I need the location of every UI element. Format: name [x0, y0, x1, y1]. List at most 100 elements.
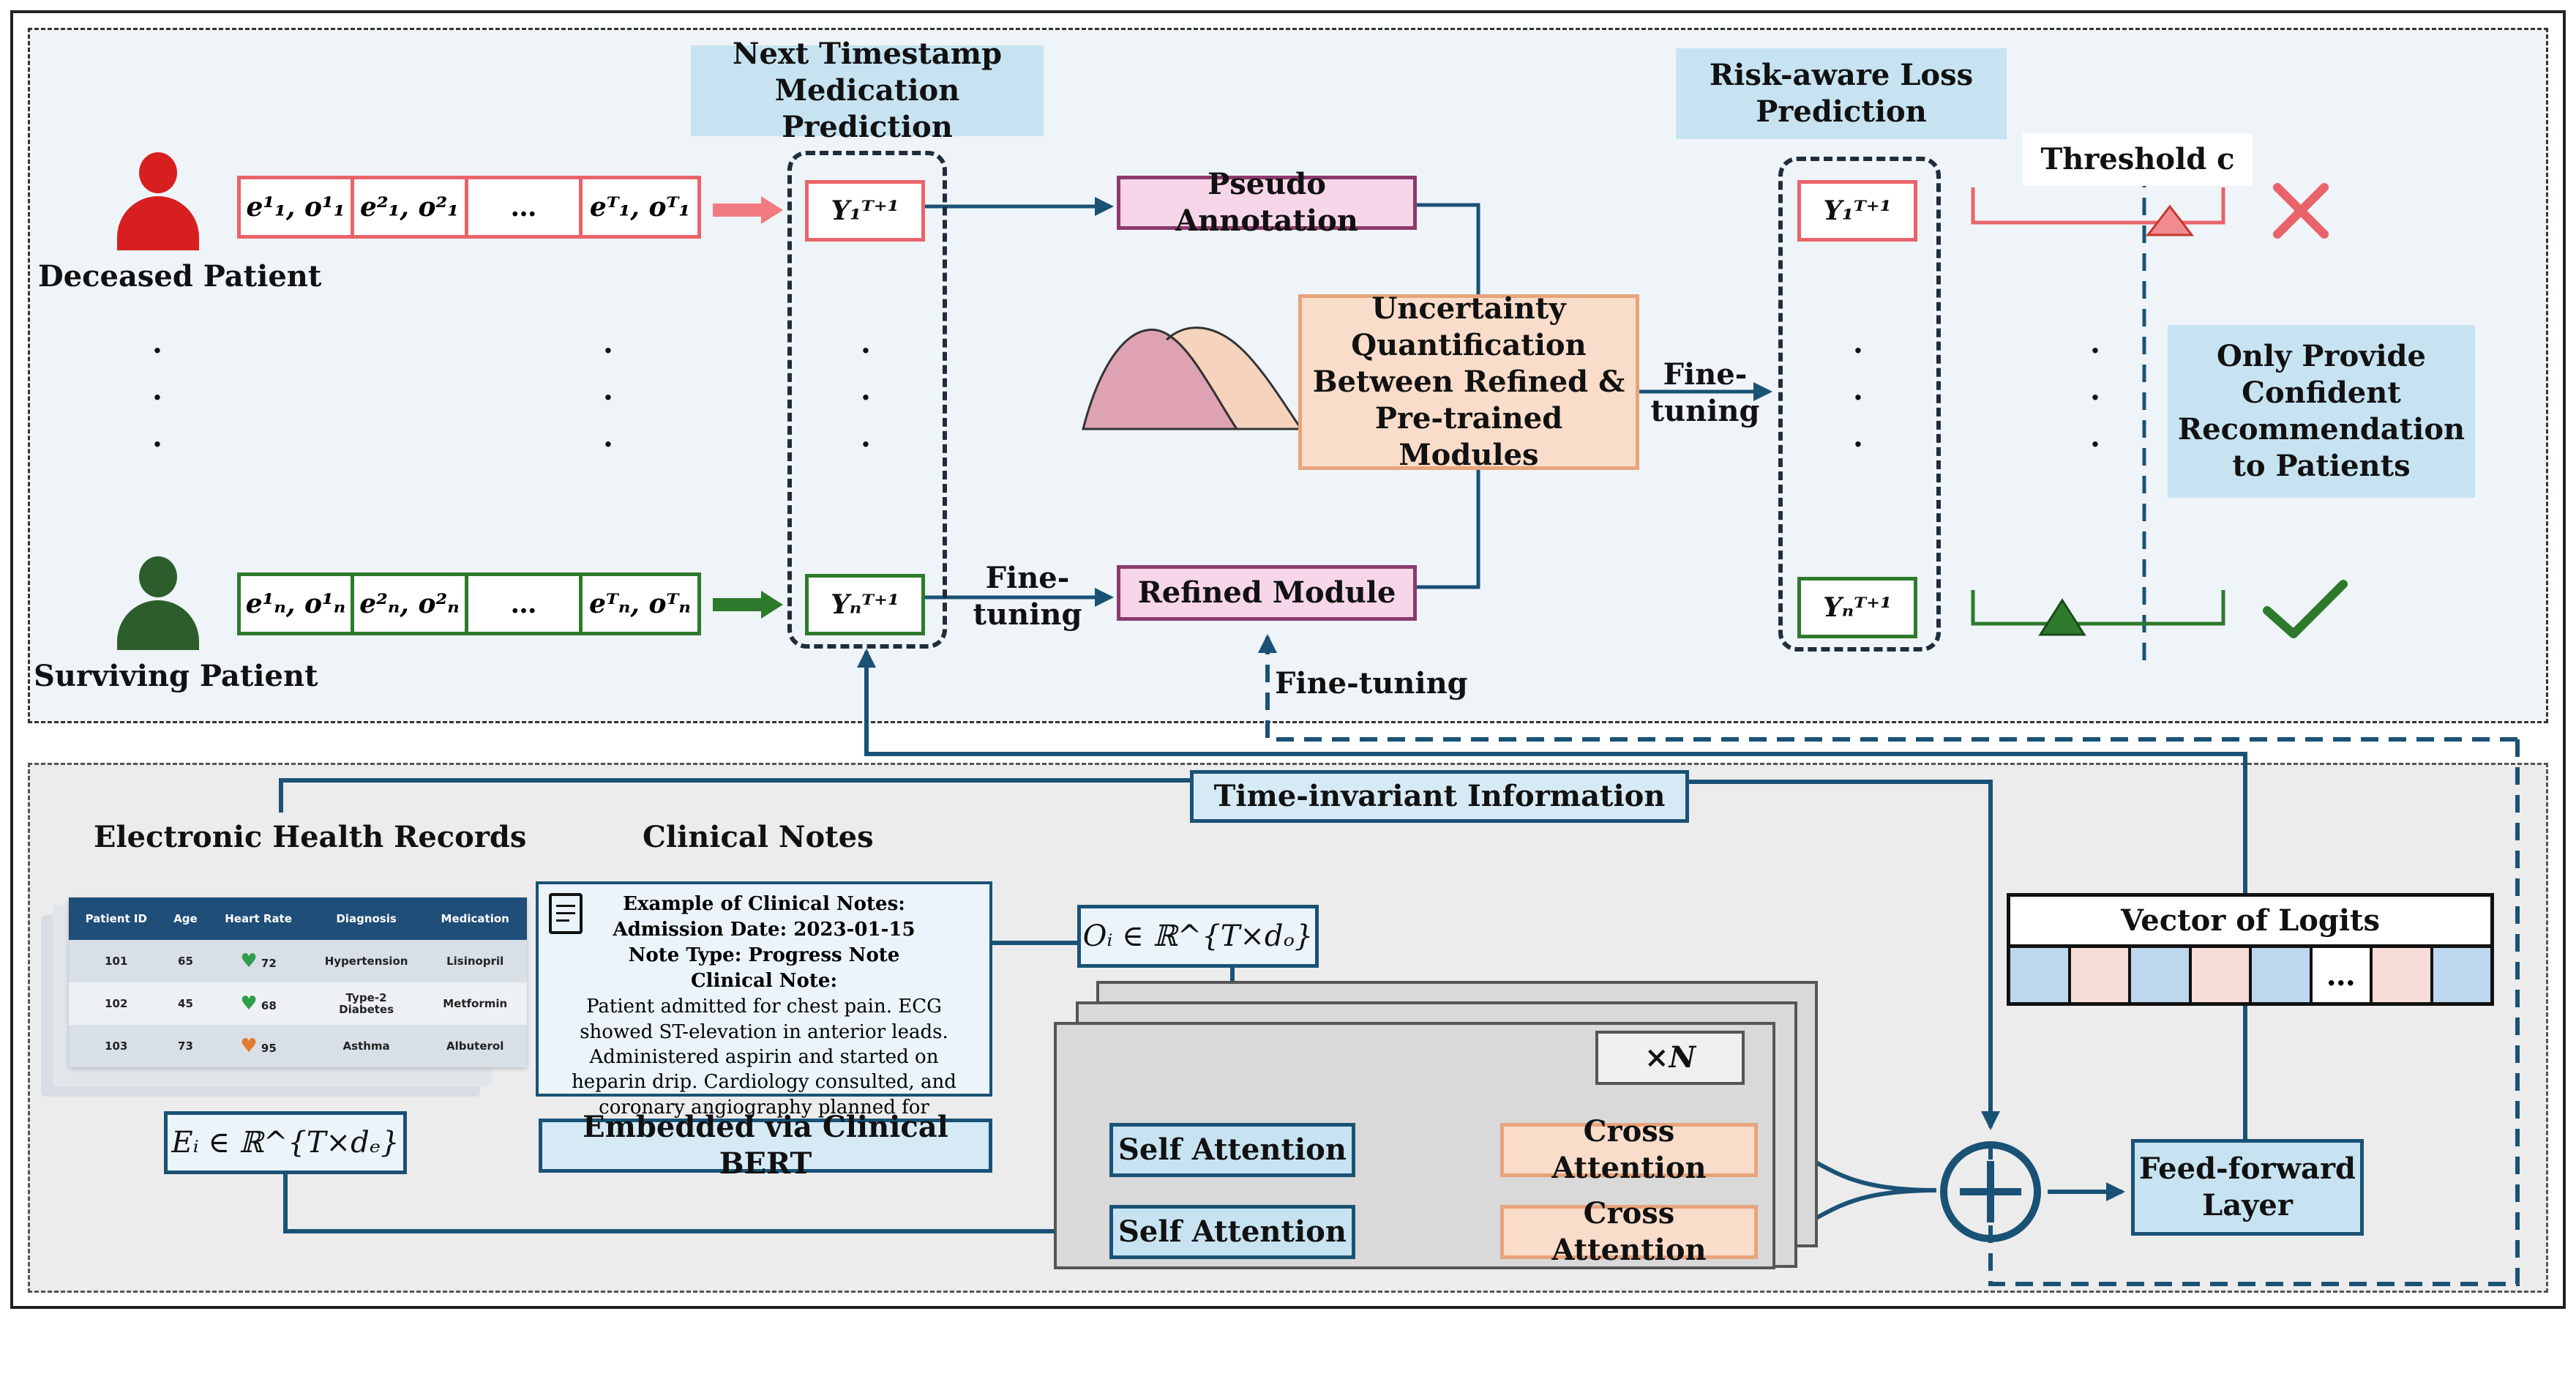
sum-plus-icon [1960, 1161, 2021, 1222]
deceased-arrow-head [761, 196, 783, 224]
deceased-sequence: e¹₁, o¹₁ e²₁, o²₁ … eᵀ₁, oᵀ₁ [237, 176, 701, 239]
ehr-cell: 73 [178, 1039, 193, 1053]
risk-aware-label: Risk-aware Loss Prediction [1676, 48, 2007, 139]
only-provide-label: Only Provide Confident Recommendation to… [2168, 325, 2475, 498]
logits-to-prediction-line [857, 649, 2247, 893]
cross-attention-1: Cross Attention [1500, 1114, 1758, 1185]
heart-icon: ♥ [240, 993, 258, 1015]
deceased-step-dots: … [468, 176, 583, 239]
note-line-2: Admission Date: 2023-01-15 [613, 919, 916, 941]
logit-cell [2373, 948, 2433, 1002]
ehr-cell: Albuterol [446, 1039, 504, 1053]
time-invariant-to-sum-line [1688, 780, 2000, 1130]
ehr-cell: Type-2 Diabetes [339, 990, 394, 1016]
times-n-label: ×N [1595, 1031, 1745, 1085]
surviving-triangle [2038, 598, 2086, 636]
logit-cell [2252, 948, 2313, 1002]
surviving-bracket [1971, 590, 2225, 626]
fine-tuning-label-1: Fine- tuning [1650, 357, 1760, 428]
time-invariant-label: Time-invariant Information [1190, 770, 1689, 823]
note-line-3: Note Type: Progress Note [628, 944, 900, 967]
pseudo-to-uncertainty-line [1417, 203, 1480, 294]
deceased-triangle [2145, 204, 2195, 236]
oi-label: Oᵢ ∈ ℝ^{T×dₒ} [1077, 905, 1319, 968]
surviving-arrow-head [761, 591, 783, 619]
clinical-notes-title: Clinical Notes [643, 820, 874, 854]
fine-tuning-dashed-line [1258, 634, 2517, 742]
notepad-icon [549, 893, 583, 934]
ehr-cell: 65 [178, 955, 193, 968]
self-attention-1: Self Attention [1109, 1123, 1355, 1177]
surviving-sequence: e¹ₙ, o¹ₙ e²ₙ, o²ₙ … eᵀₙ, oᵀₙ [237, 572, 701, 635]
uncertainty-box: Uncertainty Quantification Between Refin… [1298, 291, 1639, 472]
ehr-cell-heart: ♥ 72 [207, 940, 309, 982]
risk-column [1778, 157, 1941, 652]
reject-cross-icon [2273, 183, 2329, 239]
refined-to-uncertainty-line [1417, 470, 1480, 589]
vector-of-logits-label: Vector of Logits [2007, 893, 2494, 949]
logit-cell [2191, 948, 2252, 1002]
deceased-patient-label: Deceased Patient [38, 259, 322, 294]
ei-to-self-attention-line [283, 1174, 1111, 1241]
ehr-header-heart-rate: Heart Rate [207, 897, 310, 940]
note-line-4: Clinical Note: [690, 970, 838, 993]
ehr-cell: Metformin [443, 997, 508, 1010]
ehr-to-time-invariant-line [279, 778, 1193, 813]
logit-cell [2433, 948, 2490, 1002]
prediction-column [787, 151, 947, 649]
surviving-step-1: e¹ₙ, o¹ₙ [237, 572, 354, 635]
ehr-cell-hr: 72 [261, 957, 277, 970]
ehr-title: Electronic Health Records [94, 820, 527, 854]
prediction-ellipsis: ··· [861, 334, 871, 462]
ehr-cell: Asthma [342, 1039, 390, 1053]
ehr-cell-heart: ♥ 95 [207, 1025, 309, 1067]
logit-cell [2070, 948, 2131, 1002]
ehr-cell: Lisinopril [446, 955, 504, 968]
ehr-header-diagnosis: Diagnosis [309, 897, 424, 940]
cross-attention-2: Cross Attention [1500, 1196, 1758, 1267]
prediction-yn: Yₙᵀ⁺¹ [805, 574, 925, 635]
surviving-step-2: e²ₙ, o²ₙ [354, 572, 468, 635]
ehr-cell: Hypertension [324, 955, 408, 968]
surviving-step-t: eᵀₙ, oᵀₙ [583, 572, 701, 635]
feed-forward-box: Feed-forward Layer [2131, 1139, 2364, 1236]
surviving-patient-label: Surviving Patient [34, 659, 318, 693]
surviving-patient-avatar [117, 556, 199, 650]
ehr-cell-hr: 68 [261, 999, 277, 1012]
deceased-bracket [1971, 187, 2225, 225]
table-row: 102 45 ♥ 68 Type-2 Diabetes Metformin [69, 982, 527, 1025]
clinical-note-box: Example of Clinical Notes: Admission Dat… [536, 881, 992, 1143]
ehr-cell: 102 [105, 997, 128, 1010]
heart-icon: ♥ [240, 950, 258, 972]
refined-module-box: Refined Module [1117, 565, 1417, 621]
logit-cell [2010, 948, 2071, 1002]
surviving-step-dots: … [468, 572, 583, 635]
pseudo-annotation-box: Pseudo Annotation [1117, 167, 1417, 238]
threshold-label: Threshold c [2023, 133, 2253, 186]
fine-tuning-label-2: Fine- tuning [973, 561, 1082, 632]
note-line-1: Example of Clinical Notes: [623, 893, 905, 915]
table-row: 103 73 ♥ 95 Asthma Albuterol [69, 1025, 527, 1067]
ehr-cell: 103 [105, 1039, 128, 1053]
deceased-step-t: eᵀ₁, oᵀ₁ [583, 176, 701, 239]
risk-ellipsis: ··· [1853, 334, 1863, 462]
ehr-header-age: Age [163, 897, 208, 940]
ehr-cell-hr: 95 [261, 1042, 277, 1055]
ei-label: Eᵢ ∈ ℝ^{T×dₑ} [164, 1111, 407, 1174]
ehr-cell: 45 [178, 997, 193, 1010]
accept-check-icon [2263, 580, 2348, 638]
threshold-ellipsis: ··· [2090, 334, 2100, 462]
sum-circle-icon [1940, 1141, 2041, 1242]
deceased-step-2: e²₁, o²₁ [354, 176, 468, 239]
embedded-bert-label: Embedded via Clinical BERT [539, 1110, 992, 1181]
next-timestamp-label: Next Timestamp Medication Prediction [691, 37, 1044, 144]
prediction-y1: Y₁ᵀ⁺¹ [805, 180, 925, 242]
self-attention-2: Self Attention [1109, 1205, 1355, 1259]
refined-distribution-curve [1165, 326, 1303, 430]
table-row: 101 65 ♥ 72 Hypertension Lisinopril [69, 940, 527, 982]
deceased-step-1: e¹₁, o¹₁ [237, 176, 354, 239]
ehr-cell-heart: ♥ 68 [207, 982, 309, 1025]
deceased-patient-avatar [117, 152, 199, 250]
ehr-table: Patient ID Age Heart Rate Diagnosis Medi… [69, 897, 527, 1067]
